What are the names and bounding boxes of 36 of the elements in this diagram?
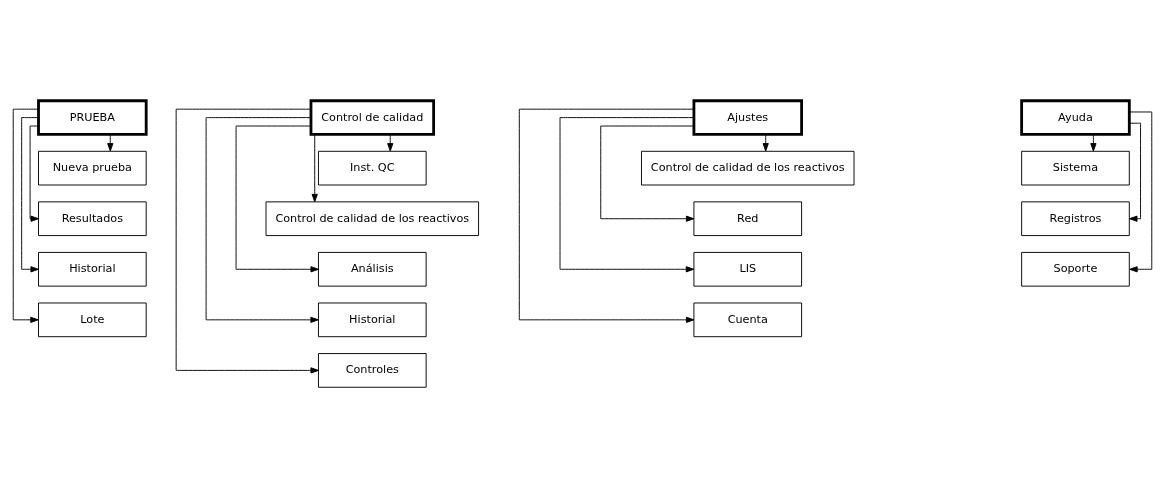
- node-box: Sistema: [1021, 150, 1130, 186]
- arrow: [205, 117, 319, 323]
- arrow: [311, 134, 318, 203]
- arrow: [600, 125, 695, 222]
- arrow: [1129, 122, 1141, 222]
- node-box: Controles: [318, 353, 427, 388]
- arrow: [387, 134, 394, 152]
- node-box: Historial: [318, 302, 427, 338]
- arrow: [21, 117, 39, 273]
- arrow: [559, 117, 695, 273]
- node-box: PRUEBA: [37, 99, 148, 136]
- node-box: Ayuda: [1020, 99, 1131, 136]
- arrow: [175, 108, 319, 374]
- node-box: Control de calidad de los reactivos: [265, 201, 480, 237]
- node-box: Nueva prueba: [38, 150, 147, 186]
- arrow: [235, 125, 319, 273]
- arrow: [29, 125, 39, 222]
- arrow: [518, 108, 695, 323]
- node-box: LIS: [693, 251, 803, 287]
- arrow: [107, 134, 114, 152]
- arrow: [1090, 134, 1097, 152]
- node-box: Control de calidad de los reactivos: [641, 150, 855, 186]
- node-box: Red: [693, 201, 803, 237]
- node-box: Registros: [1021, 201, 1130, 237]
- node-box: Inst. QC: [318, 150, 427, 186]
- node-box: Cuenta: [693, 302, 803, 338]
- node-box: Soporte: [1021, 251, 1130, 287]
- node-box: Control de calidad: [309, 99, 436, 136]
- node-box: Ajustes: [692, 99, 803, 136]
- node-box: Análisis: [318, 251, 427, 287]
- node-box: Resultados: [38, 201, 147, 237]
- node-box: Historial: [38, 251, 147, 287]
- arrow: [12, 108, 39, 323]
- node-box: Lote: [38, 302, 147, 338]
- arrow: [1129, 111, 1153, 273]
- arrow: [762, 134, 769, 152]
